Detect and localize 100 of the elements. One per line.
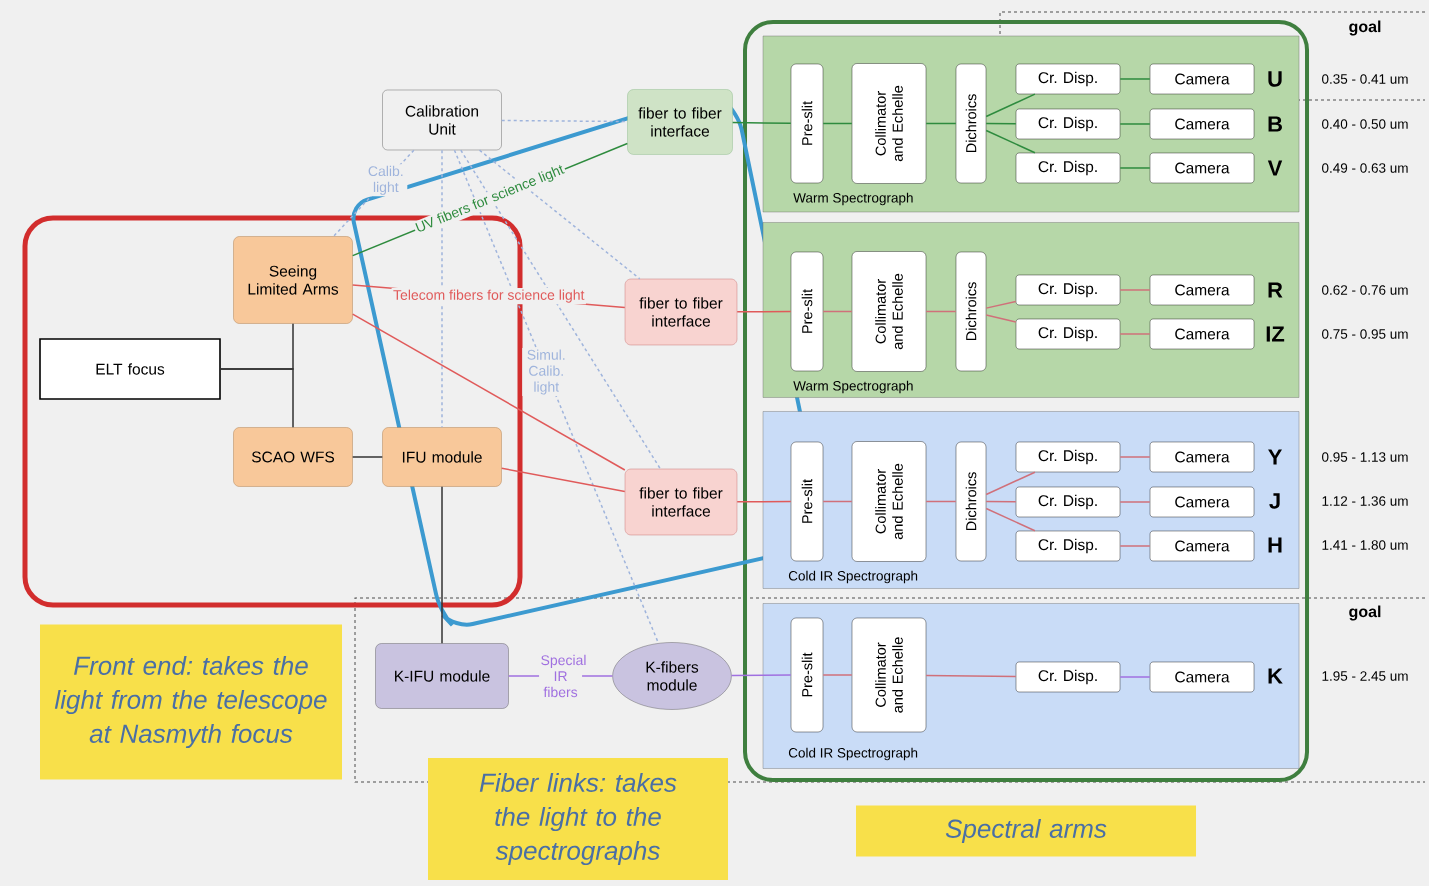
wavelength-range: 1.95 - 2.45 um — [1322, 671, 1408, 681]
connector-line — [731, 121, 792, 125]
component-box: Camera — [1149, 441, 1255, 473]
band-letter: IZ — [1266, 326, 1285, 342]
connector-line — [985, 93, 1036, 118]
unit-box: Calibration Unit — [382, 89, 502, 151]
optics-box: Dichroics — [955, 63, 987, 184]
connector-line — [1119, 333, 1151, 335]
optics-box: Collimator and Echelle — [851, 441, 927, 562]
band-letter: B — [1268, 116, 1282, 132]
band-letter: H — [1268, 537, 1282, 553]
component-box: Camera — [1149, 530, 1255, 562]
wavelength-range: 0.75 - 0.95 um — [1322, 329, 1408, 339]
component-box: Camera — [1149, 486, 1255, 518]
wavelength-range: 1.41 - 1.80 um — [1322, 540, 1408, 550]
focus-box: ELT focus — [39, 338, 221, 400]
component-box: Camera — [1149, 318, 1255, 350]
goal-label: goal — [1349, 605, 1381, 621]
component-box: Cr. Disp. — [1015, 152, 1121, 184]
connector-line — [925, 122, 957, 125]
note-box: Spectral arms — [856, 805, 1196, 857]
connector-line — [1119, 545, 1151, 547]
module-box: K-IFU module — [375, 643, 509, 709]
connector-line — [441, 149, 443, 429]
optics-box: Dichroics — [955, 441, 987, 562]
optics-box: Collimator and Echelle — [851, 63, 927, 184]
component-box: Camera — [1149, 274, 1255, 306]
wavelength-range: 0.35 - 0.41 um — [1322, 74, 1408, 84]
connector-line — [925, 500, 957, 503]
band-letter: R — [1268, 282, 1283, 298]
connector-line — [500, 467, 626, 493]
interface-box: fiber to fiber interface — [627, 89, 733, 155]
connector-line — [985, 300, 1017, 309]
optics-box: Dichroics — [955, 251, 987, 372]
band-letter: V — [1267, 160, 1283, 176]
interface-box: fiber to fiber interface — [624, 278, 738, 346]
wavelength-range: 0.49 - 0.63 um — [1322, 163, 1408, 173]
optics-box: Pre-slit — [790, 251, 824, 372]
component-box: Cr. Disp. — [1015, 274, 1121, 306]
connector-line — [822, 310, 853, 313]
component-box: Camera — [1149, 152, 1255, 184]
connector-line — [1119, 676, 1151, 678]
note-box: Front end: takes the light from the telescope at Nasmyth focus — [40, 624, 342, 780]
component-box: Cr. Disp. — [1015, 441, 1121, 473]
connector-line — [220, 368, 294, 429]
connector-line — [351, 456, 384, 458]
connector-line — [925, 310, 957, 313]
wavelength-range: 0.40 - 0.50 um — [1322, 119, 1408, 129]
connector-line — [1119, 501, 1151, 503]
component-box: Cr. Disp. — [1015, 108, 1121, 140]
connector-line — [822, 122, 853, 125]
connector-line — [822, 500, 853, 503]
connector-line — [1119, 456, 1151, 458]
edge-label: Simul. Calib. light — [522, 348, 571, 397]
connector-line — [478, 149, 641, 280]
band-letter: J — [1269, 493, 1280, 509]
edge-label: Special IR fibers — [539, 653, 586, 699]
connector-line — [351, 313, 626, 471]
optics-box: Pre-slit — [790, 441, 824, 562]
connector-line — [822, 674, 853, 676]
component-box: Cr. Disp. — [1015, 63, 1121, 95]
wavelength-range: 0.95 - 1.13 um — [1322, 452, 1408, 462]
component-box: Camera — [1149, 63, 1255, 95]
connector-line — [985, 507, 1036, 532]
connector-line — [736, 500, 792, 503]
connector-line — [925, 674, 1017, 678]
connector-line — [453, 149, 660, 644]
module-box: SCAO WFS — [233, 427, 353, 487]
optics-box: Collimator and Echelle — [851, 617, 927, 733]
connector-line — [985, 471, 1036, 496]
module-box: IFU module — [382, 427, 502, 487]
connector-line — [985, 314, 1017, 323]
note-box: Fiber links: takes the light to the spectrographs — [428, 758, 728, 880]
connector-line — [730, 674, 792, 677]
connector-line — [1119, 123, 1151, 125]
wavelength-range: 0.62 - 0.76 um — [1322, 285, 1408, 295]
band-letter: Y — [1268, 449, 1282, 465]
optics-box: Pre-slit — [790, 63, 824, 184]
component-box: Camera — [1149, 108, 1255, 140]
component-box: Cr. Disp. — [1015, 318, 1121, 350]
component-box: Cr. Disp. — [1015, 530, 1121, 562]
component-box: Cr. Disp. — [1015, 486, 1121, 518]
component-box: Cr. Disp. — [1015, 661, 1121, 693]
connector-line — [985, 122, 1017, 125]
connector-line — [985, 129, 1036, 154]
band-letter: U — [1268, 71, 1282, 87]
component-box: Camera — [1149, 661, 1255, 693]
connector-line — [1119, 289, 1151, 291]
connector-line — [1119, 167, 1151, 169]
wavelength-range: 1.12 - 1.36 um — [1322, 496, 1408, 506]
interface-box: fiber to fiber interface — [624, 468, 738, 536]
connector-line — [736, 310, 792, 313]
connector-line — [1119, 78, 1151, 80]
goal-label: goal — [1349, 20, 1381, 36]
module-box: Seeing Limited Arms — [233, 236, 353, 324]
optics-box: Collimator and Echelle — [851, 251, 927, 372]
edge-label: Calib. light — [364, 164, 408, 197]
optics-box: Pre-slit — [790, 617, 824, 733]
connector-line — [460, 149, 662, 470]
edge-label: Telecom fibers for science light — [391, 288, 586, 305]
